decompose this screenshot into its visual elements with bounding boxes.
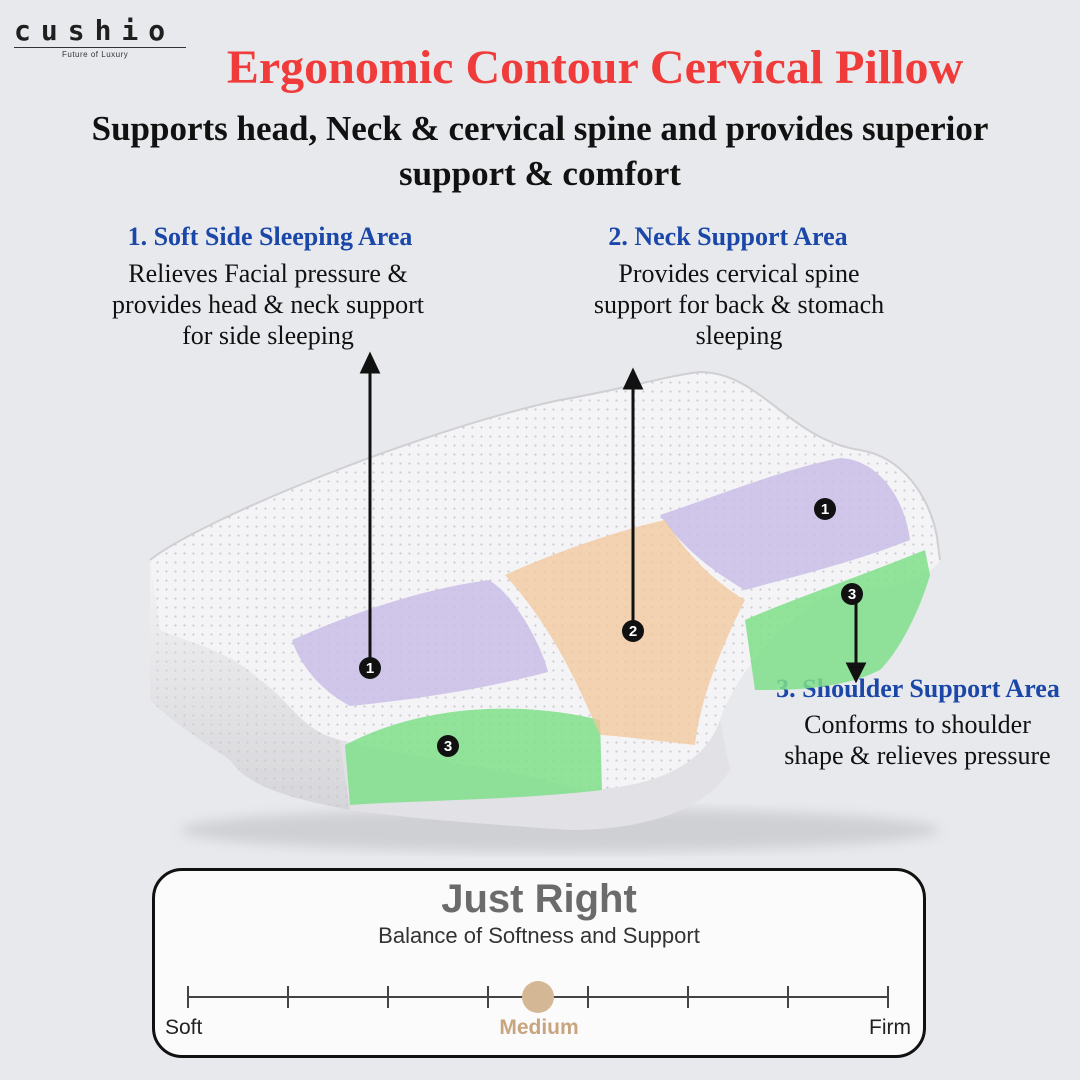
firmness-tick bbox=[487, 986, 489, 1008]
feature-2-description: Provides cervical spine support for back… bbox=[593, 259, 885, 350]
arrow-side-head bbox=[359, 351, 381, 374]
firmness-min-label: Soft bbox=[165, 1016, 203, 1039]
zone-shoulder-left bbox=[345, 708, 602, 805]
arrow-neck-head bbox=[622, 367, 644, 390]
feature-1-title: 1. Soft Side Sleeping Area bbox=[127, 222, 413, 251]
zone-side-left bbox=[292, 580, 548, 706]
marker-2-label: 2 bbox=[629, 623, 637, 640]
marker-1-left bbox=[359, 657, 381, 679]
zone-shoulder-right bbox=[745, 550, 930, 690]
pillow-top-edge bbox=[149, 370, 941, 561]
marker-1-right bbox=[814, 498, 836, 520]
feature-1-description: Relieves Facial pressure & provides head… bbox=[112, 259, 424, 350]
marker-2 bbox=[622, 620, 644, 642]
marker-3-left bbox=[437, 735, 459, 757]
firmness-mid-label: Medium bbox=[499, 1016, 579, 1039]
arrow-shoulder-head bbox=[845, 662, 867, 684]
feature-3-description: Conforms to shoulder shape & relieves pr… bbox=[784, 710, 1051, 770]
firmness-tick bbox=[887, 986, 889, 1008]
page-subtitle-text: Supports head, Neck & cervical spine and… bbox=[91, 109, 989, 193]
marker-1-right-label: 1 bbox=[821, 501, 829, 518]
firmness-tick bbox=[187, 986, 189, 1008]
pillow-left-wall-texture bbox=[150, 560, 350, 810]
marker-1-left-label: 1 bbox=[366, 660, 374, 677]
firmness-title: Just Right bbox=[441, 877, 637, 921]
firmness-tick bbox=[587, 986, 589, 1008]
firmness-subtitle: Balance of Softness and Support bbox=[378, 923, 700, 948]
page-subtitle: Supports head, Neck & cervical spine and… bbox=[0, 106, 1080, 196]
brand-tagline: Future of Luxury bbox=[62, 50, 129, 59]
page-title: Ergonomic Contour Cervical Pillow bbox=[226, 41, 964, 94]
pillow-front-wall bbox=[340, 720, 730, 830]
firmness-tick bbox=[387, 986, 389, 1008]
marker-3-right bbox=[841, 583, 863, 605]
firmness-tick bbox=[787, 986, 789, 1008]
pillow-shadow bbox=[180, 808, 940, 852]
firmness-indicator bbox=[522, 981, 554, 1013]
marker-3-right-label: 3 bbox=[848, 586, 856, 603]
marker-3-left-label: 3 bbox=[444, 738, 452, 755]
firmness-track bbox=[187, 981, 889, 1013]
brand-logo-underline bbox=[14, 47, 186, 48]
firmness-max-label: Firm bbox=[869, 1016, 911, 1039]
firmness-tick bbox=[687, 986, 689, 1008]
firmness-scale-card: Just Right Balance of Softness and Suppo… bbox=[152, 868, 926, 1058]
brand-logo: cushio bbox=[14, 14, 176, 47]
feature-2-title: 2. Neck Support Area bbox=[608, 222, 848, 251]
zone-side-right bbox=[660, 458, 910, 590]
firmness-tick bbox=[287, 986, 289, 1008]
